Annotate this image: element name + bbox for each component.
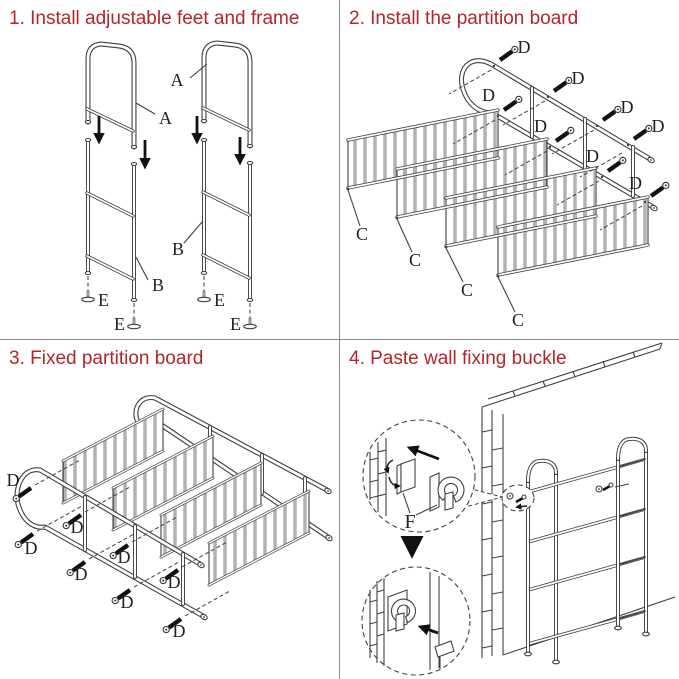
magnifier-ellipse — [501, 484, 535, 512]
label-leader-lines — [135, 63, 208, 281]
step-2-panel: D D D D D D D D C C C C 2. Install the p… — [340, 0, 679, 339]
part-label-c: C — [356, 224, 368, 244]
attach-arrow — [406, 445, 440, 461]
step-3-drawing: D D D D D D D D — [7, 340, 333, 641]
part-label-e: E — [98, 290, 109, 310]
rail-end-caps — [647, 156, 658, 212]
screw-holes — [492, 64, 647, 204]
tube-caps — [84, 118, 254, 303]
part-label-b: B — [152, 275, 164, 295]
part-label-d: D — [118, 547, 131, 567]
part-label-e: E — [114, 314, 125, 334]
screw-guide-lines — [448, 69, 643, 231]
base-pad — [434, 640, 455, 658]
step-1-title: 1. Install adjustable feet and frame — [9, 8, 300, 29]
callout-wall-edge — [369, 572, 440, 670]
step-2-title: 2. Install the partition board — [349, 8, 579, 29]
part-label-d: D — [173, 621, 186, 641]
wall — [481, 342, 676, 658]
back-rail-caps — [324, 487, 333, 542]
part-label-c: C — [409, 250, 421, 270]
callout-circle-mounted — [361, 566, 471, 676]
step-4-drawing: F — [361, 342, 676, 676]
step-1-drawing: A A B B E E E E — [80, 40, 258, 334]
fixed-partition-boards — [61, 407, 311, 587]
top-frames-a — [85, 40, 253, 150]
part-label-d: D — [586, 146, 599, 166]
callout-circle-buckle: F — [362, 419, 476, 533]
step-1-panel: A A B B E E E E 1. Install adjustable fe… — [0, 0, 339, 339]
screws-d — [13, 488, 181, 633]
part-label-d: D — [534, 116, 547, 136]
adhesive-plate-side — [396, 463, 402, 495]
adhesive-plate — [400, 458, 416, 493]
part-label-a: A — [171, 70, 184, 90]
callout-wall-edge — [369, 438, 387, 516]
part-label-d: D — [572, 68, 585, 88]
leg-frames-b — [86, 138, 252, 302]
front-rail-caps — [197, 561, 208, 621]
part-label-d: D — [652, 116, 665, 136]
part-label-c: C — [461, 280, 473, 300]
part-label-d: D — [518, 37, 531, 57]
foot-guide-lines — [87, 276, 251, 318]
rack-feet — [524, 625, 650, 665]
part-label-d: D — [7, 470, 20, 490]
part-label-b: B — [172, 239, 184, 259]
part-label-f: F — [404, 511, 415, 533]
screw-guide-lines — [34, 459, 231, 617]
part-label-c: C — [512, 310, 524, 330]
wall-buckle-f — [429, 472, 465, 512]
part-label-d: D — [25, 538, 38, 558]
f-leader-lines — [402, 492, 438, 516]
peel-arrow — [383, 459, 394, 474]
down-arrows — [93, 116, 246, 170]
part-label-d: D — [621, 97, 634, 117]
step-4-title: 4. Paste wall fixing buckle — [349, 348, 567, 369]
partition-boards-c — [346, 108, 650, 277]
shelf-front-edges — [526, 465, 620, 646]
step-4-panel: F — [340, 340, 679, 679]
part-label-d: D — [168, 572, 181, 592]
snap-arrow — [417, 624, 439, 636]
part-label-d: D — [121, 592, 134, 612]
part-label-e: E — [214, 290, 225, 310]
part-label-a: A — [159, 108, 172, 128]
step-2-drawing: D D D D D D D D C C C C — [346, 37, 679, 330]
step-3-panel: D D D D D D D D 3. Fixed partition board — [0, 340, 339, 679]
step-3-title: 3. Fixed partition board — [9, 348, 204, 369]
part-label-d: D — [482, 85, 495, 105]
part-label-d: D — [629, 173, 642, 193]
part-label-d: D — [71, 517, 84, 537]
part-label-e: E — [230, 314, 241, 334]
horizontal-divider — [0, 339, 679, 340]
part-label-d: D — [75, 564, 88, 584]
board-leader-lines — [347, 189, 516, 313]
mounted-buckle — [387, 589, 417, 632]
shelf-rack — [524, 436, 650, 665]
peel-arrow — [388, 476, 401, 490]
anchor-screw-detail — [595, 482, 630, 493]
